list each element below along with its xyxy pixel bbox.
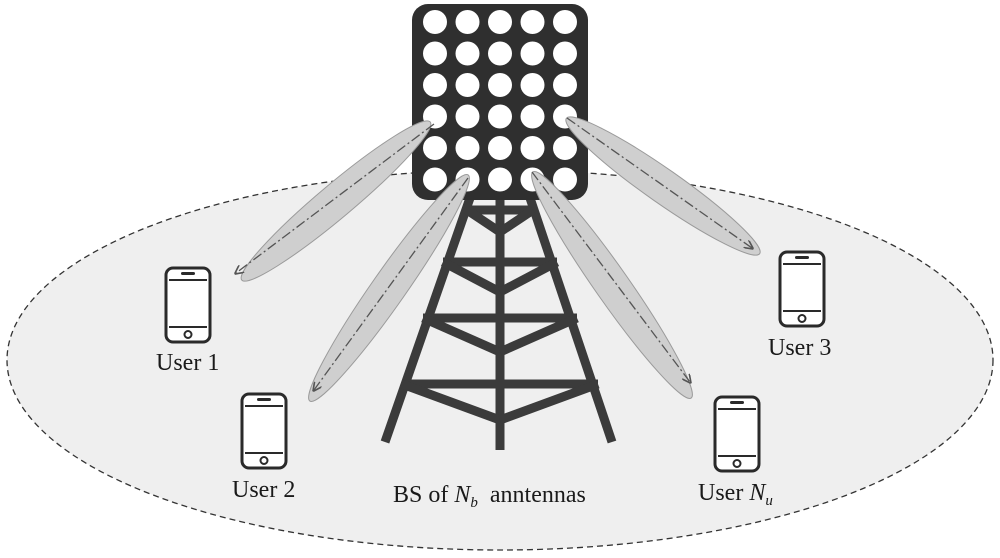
antenna-element bbox=[553, 73, 577, 97]
antenna-element bbox=[520, 10, 545, 34]
user-2-label: User 2 bbox=[232, 477, 296, 503]
beam-direction-arrow bbox=[531, 171, 690, 382]
antenna-element bbox=[520, 104, 545, 129]
smartphone-icon bbox=[240, 392, 288, 470]
antenna-element bbox=[423, 10, 447, 34]
antenna-array-icon bbox=[412, 4, 588, 200]
antenna-element bbox=[553, 41, 577, 66]
beam-to-user-3 bbox=[565, 116, 761, 256]
user-Nu-prefix: User bbox=[698, 480, 750, 506]
antenna-element bbox=[520, 136, 545, 160]
antenna-element bbox=[455, 73, 480, 97]
antenna-element bbox=[553, 10, 577, 34]
antenna-element bbox=[488, 136, 512, 160]
antenna-element bbox=[455, 10, 480, 34]
smartphone-icon bbox=[164, 266, 212, 344]
bs-suffix: anntennas bbox=[489, 482, 586, 508]
antenna-element bbox=[553, 167, 577, 192]
antenna-element bbox=[520, 73, 545, 97]
antenna-element bbox=[455, 41, 480, 66]
user-1-label: User 1 bbox=[156, 350, 220, 376]
beam-to-user-Nu bbox=[531, 171, 693, 399]
bs-label: BS of Nb anntennas bbox=[393, 483, 586, 511]
bs-prefix: BS of bbox=[393, 482, 455, 508]
beam-lobe bbox=[308, 174, 470, 402]
antenna-element bbox=[488, 73, 512, 97]
beam-to-user-2 bbox=[308, 174, 470, 402]
lattice-tower-icon bbox=[380, 196, 617, 450]
beam-to-user-1 bbox=[231, 120, 435, 282]
antenna-element bbox=[553, 136, 577, 160]
antenna-element bbox=[423, 73, 447, 97]
beam-group bbox=[231, 116, 761, 402]
user-Nu-subscript: u bbox=[765, 493, 773, 509]
antenna-element bbox=[488, 10, 512, 34]
beam-direction-arrow bbox=[566, 117, 752, 248]
user-3-label: User 3 bbox=[768, 335, 832, 361]
beam-direction-arrow bbox=[314, 177, 469, 390]
antenna-element bbox=[455, 104, 480, 129]
antenna-element bbox=[488, 41, 512, 66]
antenna-element bbox=[455, 136, 480, 160]
antenna-element bbox=[488, 104, 512, 129]
bs-symbol: N bbox=[454, 482, 471, 508]
bs-subscript: b bbox=[470, 495, 478, 511]
antenna-element bbox=[520, 41, 545, 66]
beam-lobe bbox=[531, 171, 693, 399]
antenna-element bbox=[423, 41, 447, 66]
beam-lobe bbox=[240, 120, 432, 282]
beam-direction-arrow bbox=[236, 123, 435, 273]
user-Nu-symbol: N bbox=[749, 480, 766, 506]
antenna-element bbox=[488, 167, 512, 192]
user-Nu-label: User Nu bbox=[698, 481, 773, 509]
antenna-element bbox=[423, 167, 447, 192]
antenna-element bbox=[423, 136, 447, 160]
smartphone-icon bbox=[778, 250, 826, 328]
smartphone-icon bbox=[713, 395, 761, 473]
